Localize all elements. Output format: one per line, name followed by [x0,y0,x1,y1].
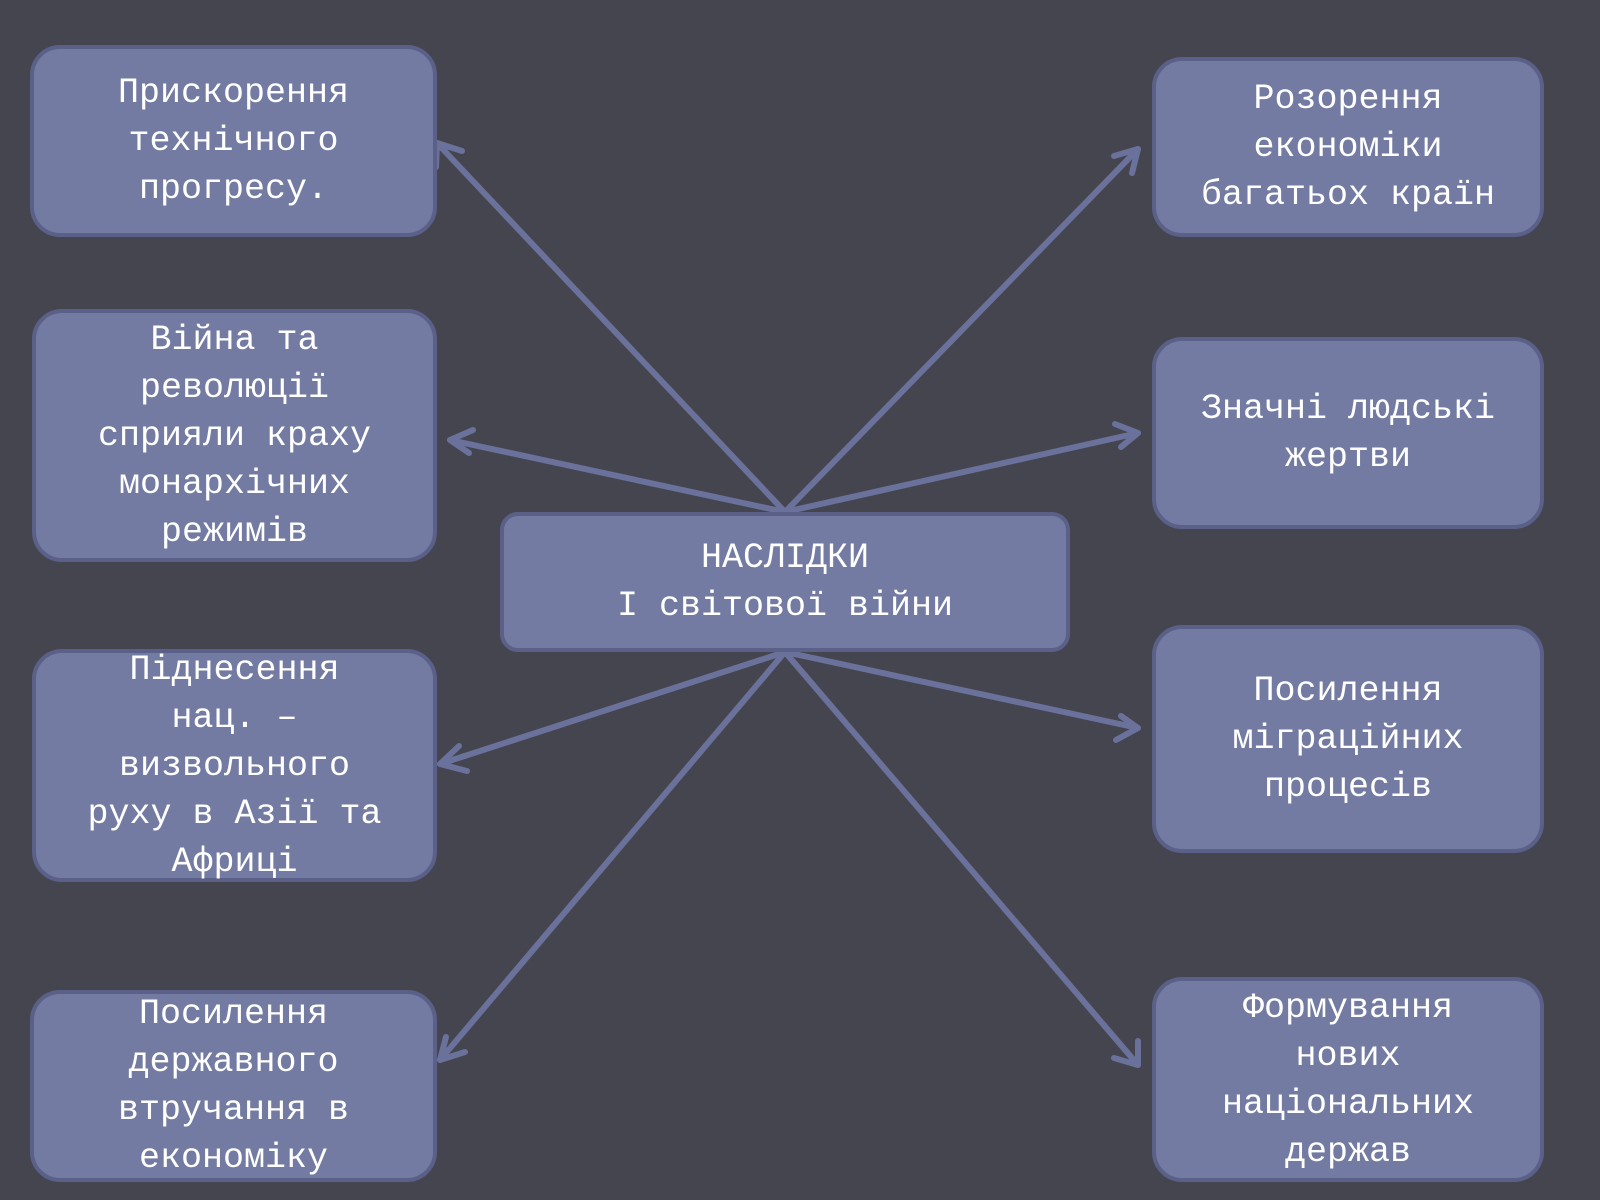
left-node-monarchy-collapse: Війна та революції сприяли краху монархі… [32,309,437,562]
arrowhead-left-3 [437,1034,468,1063]
left-node-state-intervention: Посилення державного втручання в економі… [30,990,437,1182]
left-node-liberation-movement: Піднесення нац. – визвольного руху в Азі… [32,649,437,882]
left-node-acceleration: Прискорення технічного прогресу. [30,45,437,237]
arrowhead-left-2 [437,743,470,774]
arrow-to-right-2 [782,649,1141,731]
arrow-to-left-0 [434,140,788,515]
arrow-to-left-3 [437,649,788,1063]
arrowhead-right-1 [1112,421,1141,450]
arrow-to-right-3 [782,649,1141,1068]
arrow-to-left-1 [447,437,788,515]
arrow-to-right-0 [782,146,1141,515]
arrowhead-right-3 [1111,1038,1141,1068]
arrow-to-left-2 [437,649,788,767]
right-node-human-losses: Значні людські жертви [1152,337,1544,529]
arrowhead-right-2 [1113,713,1141,743]
right-node-economic-ruin: Розорення економіки багатьох країн [1152,57,1544,237]
right-node-new-states: Формування нових національних держав [1152,977,1544,1182]
arrowhead-right-0 [1111,146,1141,176]
arrow-to-right-1 [782,430,1141,515]
right-node-migration: Посилення міграційних процесів [1152,625,1544,853]
center-node: НАСЛІДКИ І світової війни [500,512,1070,652]
arrowhead-left-1 [447,427,476,456]
